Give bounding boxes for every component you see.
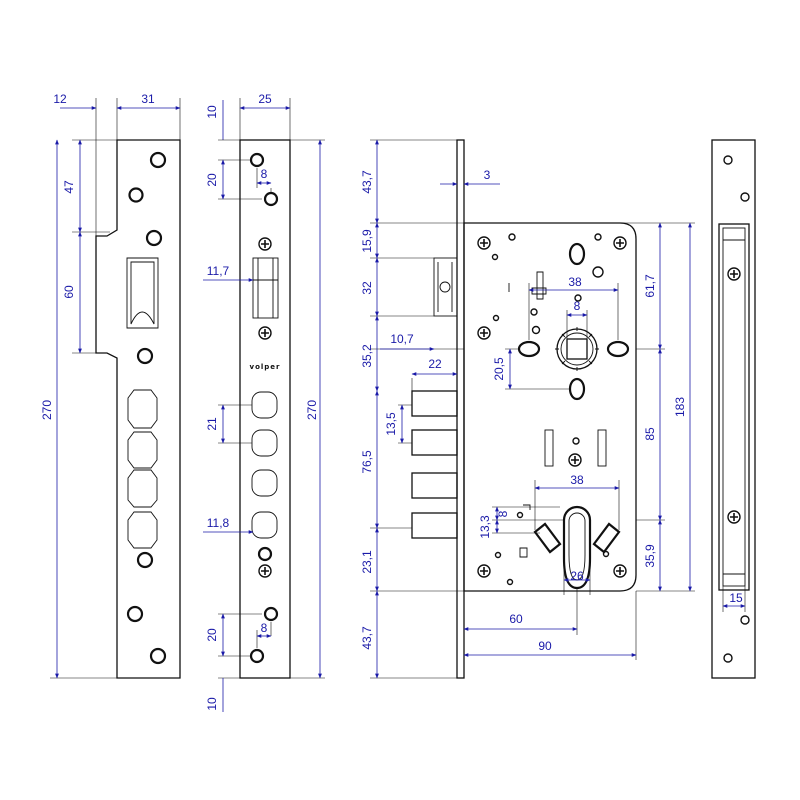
body-dim-43-7-bottom: 43,7 bbox=[360, 626, 374, 650]
oval-slots bbox=[517, 242, 630, 401]
faceplate-dim-25: 25 bbox=[258, 92, 272, 106]
body-small-holes bbox=[491, 233, 610, 586]
body-dim-8-spindle: 8 bbox=[574, 299, 581, 313]
body-dim-85: 85 bbox=[643, 427, 657, 441]
keeper-box: 15 bbox=[711, 139, 756, 679]
faceplate-dim-20-bottom: 20 bbox=[205, 628, 219, 642]
faceplate-dim-270: 270 bbox=[305, 400, 319, 420]
body-dim-15-9: 15,9 bbox=[360, 229, 374, 253]
strike-dim-47: 47 bbox=[62, 180, 76, 194]
faceplate-dim-8-top: 8 bbox=[261, 167, 268, 181]
body-dim-183: 183 bbox=[673, 397, 687, 417]
faceplate-dim-21: 21 bbox=[205, 417, 219, 431]
body-dim-61-7: 61,7 bbox=[643, 274, 657, 298]
faceplate-dim-11-7: 11,7 bbox=[207, 264, 230, 278]
faceplate-dim-11-8: 11,8 bbox=[207, 516, 230, 530]
spindle-follower bbox=[555, 327, 599, 371]
strike-plate-slots bbox=[127, 389, 158, 549]
body-dim-32: 32 bbox=[360, 281, 374, 295]
strike-dim-31: 31 bbox=[141, 92, 155, 106]
cylinder-side-slots bbox=[533, 522, 621, 554]
body-dim-35-2: 35,2 bbox=[360, 344, 374, 368]
strike-dim-270: 270 bbox=[40, 400, 54, 420]
body-dim-10-7: 10,7 bbox=[390, 332, 414, 346]
body-dim-90: 90 bbox=[538, 639, 552, 653]
body-dim-20-5: 20,5 bbox=[492, 357, 506, 381]
faceplate-dim-8-bottom: 8 bbox=[261, 621, 268, 635]
strike-dim-12: 12 bbox=[53, 92, 67, 106]
body-dim-38-cylinder: 38 bbox=[570, 473, 584, 487]
body-dim-13-5: 13,5 bbox=[384, 412, 398, 436]
brand-logo: volper bbox=[250, 363, 281, 371]
body-dim-60: 60 bbox=[509, 612, 523, 626]
body-dim-13-3: 13,3 bbox=[478, 515, 492, 539]
faceplate-top-holes bbox=[249, 152, 279, 207]
body-dim-8-cylinder: 8 bbox=[496, 510, 510, 517]
body-dim-38-handle: 38 bbox=[568, 275, 582, 289]
body-dim-76-5: 76,5 bbox=[360, 450, 374, 474]
body-dim-23-1: 23,1 bbox=[360, 550, 374, 574]
lock-body: 43,7 15,9 32 35,2 76,5 23,1 43,7 3 10,7 … bbox=[360, 139, 695, 679]
strike-dim-60: 60 bbox=[62, 285, 76, 299]
strike-plate-holes bbox=[126, 151, 167, 665]
deadbolts bbox=[411, 390, 458, 539]
body-dim-35-9: 35,9 bbox=[643, 544, 657, 568]
faceplate-latch-slots bbox=[251, 391, 278, 539]
body-dim-22: 22 bbox=[428, 357, 442, 371]
faceplate-dim-20-top: 20 bbox=[205, 173, 219, 187]
keeper-dim-15: 15 bbox=[729, 591, 743, 605]
faceplate-bottom-holes bbox=[249, 606, 279, 664]
latch-tongue bbox=[433, 257, 458, 317]
body-dim-43-7-top: 43,7 bbox=[360, 170, 374, 194]
strike-plate: 12 31 47 60 270 bbox=[40, 92, 181, 679]
faceplate: volper 25 10 20 8 bbox=[203, 92, 325, 712]
keeper-holes bbox=[723, 155, 750, 663]
faceplate-dim-10-top: 10 bbox=[205, 105, 219, 119]
body-dim-3: 3 bbox=[484, 168, 491, 182]
faceplate-dim-10-bottom: 10 bbox=[205, 697, 219, 711]
body-dim-26: 26 bbox=[570, 569, 584, 583]
